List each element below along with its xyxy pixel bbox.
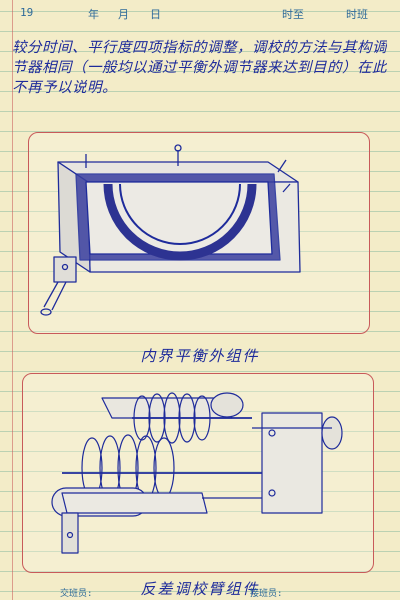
figure-1-caption: 内界平衡外组件 xyxy=(140,347,260,365)
balance-assembly-sketch xyxy=(40,144,301,316)
page-footer: 交班员: 接班员: xyxy=(0,584,400,600)
footer-right-label: 接班员: xyxy=(250,589,283,599)
note-line: 不再予以说明。 xyxy=(12,80,117,96)
page-header: 19 年 月 日 时至 时班 xyxy=(0,0,400,26)
month-label: 月 xyxy=(118,8,129,21)
time-end-label: 时班 xyxy=(346,8,368,21)
time-label: 时至 xyxy=(282,8,304,21)
day-label: 日 xyxy=(150,8,161,21)
year-label: 年 xyxy=(88,8,99,21)
note-line: 节器相同（一般均以通过平衡外调节器来达到目的）在此 xyxy=(12,60,387,76)
note-line: 较分时间、平行度四项指标的调整，调校的方法与其构调 xyxy=(12,40,387,56)
margin-line xyxy=(12,0,13,600)
year-prefix: 19 xyxy=(20,6,34,19)
handwritten-notes: 较分时间、平行度四项指标的调整，调校的方法与其构调 节器相同（一般均以通过平衡外… xyxy=(12,38,387,98)
figure-2-caption: 反差调校臂组件 xyxy=(140,580,260,598)
footer-left-label: 交班员: xyxy=(60,589,93,599)
adjusting-arm-sketch xyxy=(51,392,343,554)
